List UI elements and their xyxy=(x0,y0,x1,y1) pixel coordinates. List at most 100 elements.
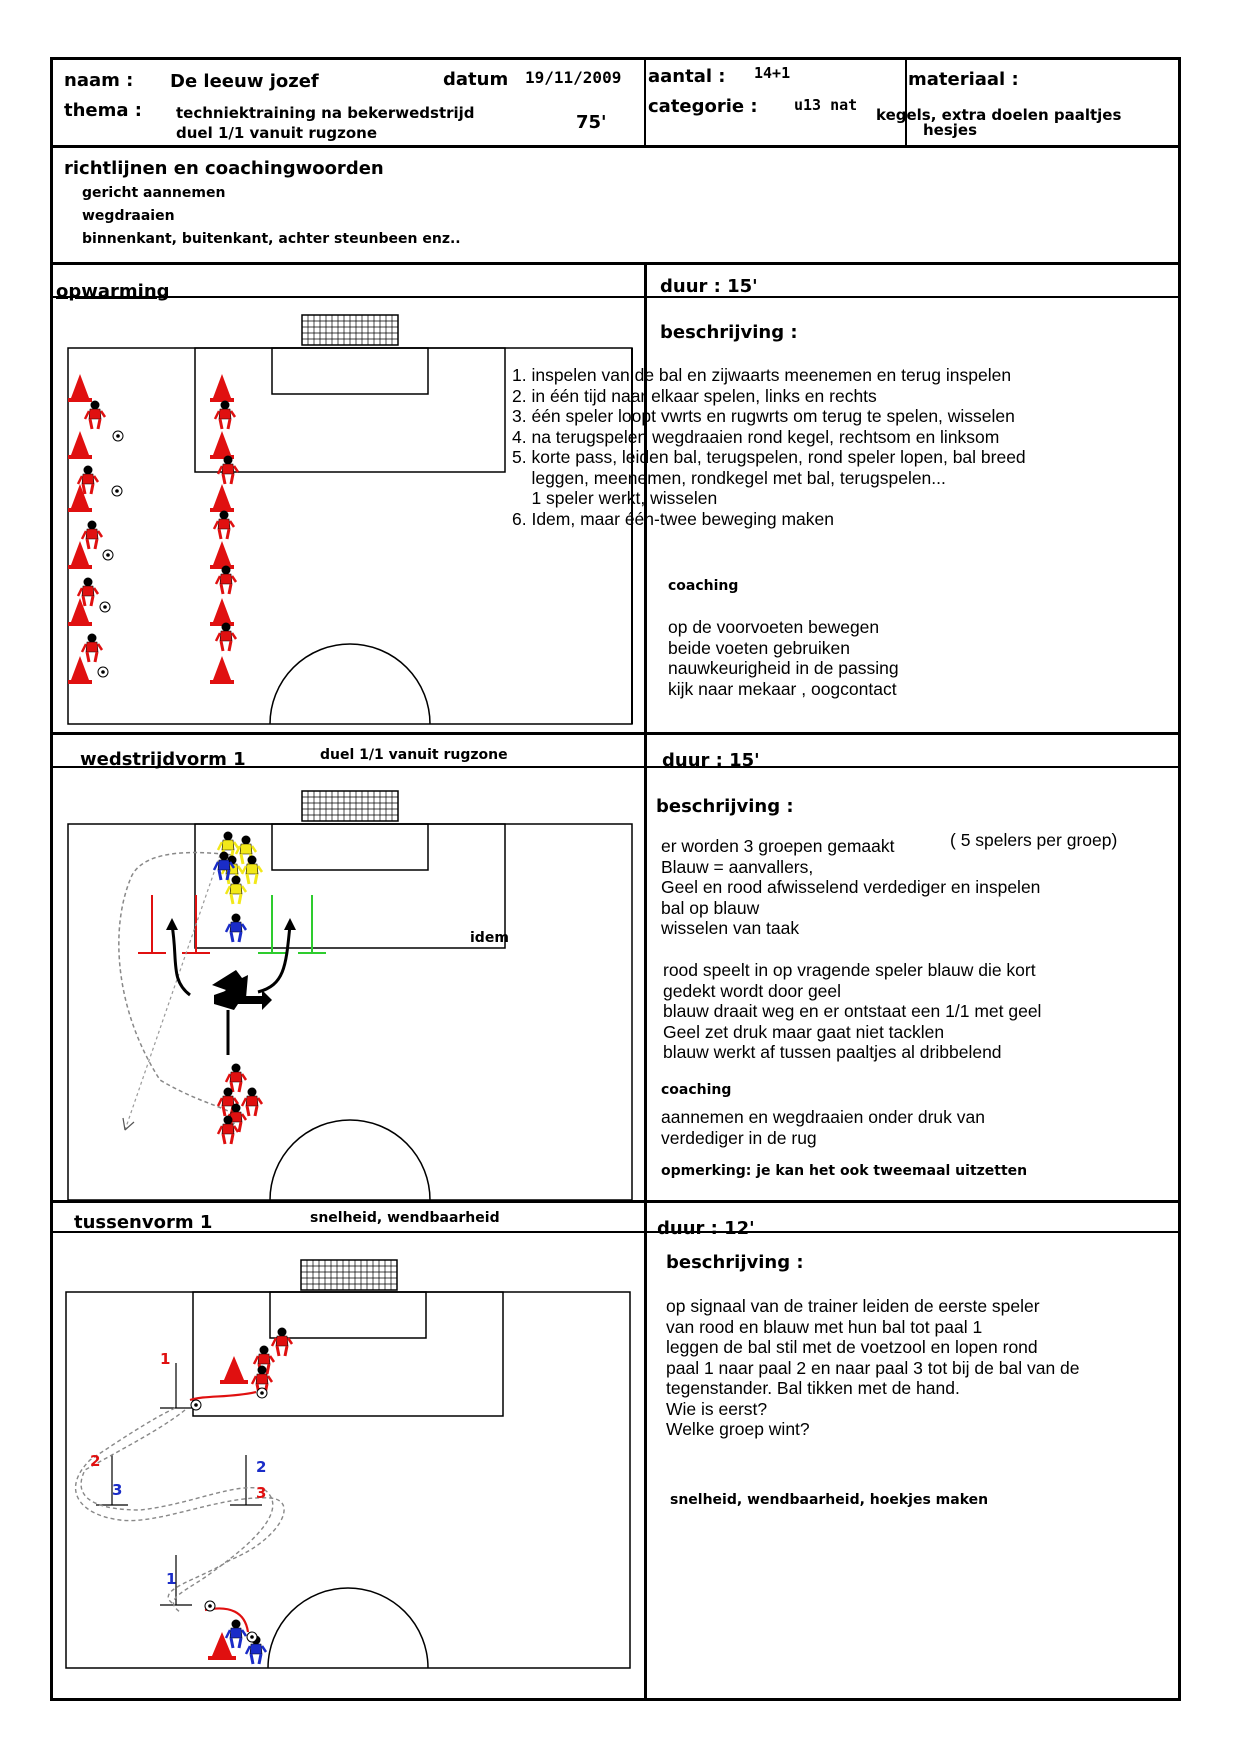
direction-arrows-icon xyxy=(212,970,272,1055)
description-line: leggen, meenemen, rondkegel met bal, ter… xyxy=(512,467,946,488)
description-line: blauw werkt af tussen paaltjes al dribbe… xyxy=(663,1042,1002,1062)
goal-net xyxy=(301,790,399,822)
cone xyxy=(210,656,234,684)
player-icon xyxy=(234,835,258,865)
pole-number: 3 xyxy=(112,1481,123,1499)
dashed-run-path xyxy=(74,1407,285,1606)
ball-icon xyxy=(256,1387,268,1399)
player-icon xyxy=(240,855,264,885)
materiaal-line1: kegels, extra doelen paaltjes xyxy=(876,106,1122,124)
cone xyxy=(68,374,92,402)
players-wedstrijdvorm xyxy=(212,831,264,1145)
guideline-item: gericht aannemen xyxy=(82,185,226,201)
cone xyxy=(68,598,92,626)
description-line: 5. korte pass, leiden bal, terugspelen, … xyxy=(512,447,1026,467)
description-line: 4. na terugspelen wegdraaien rond kegel,… xyxy=(512,426,1000,447)
description-line: 1. inspelen van de bal en zijwaarts meen… xyxy=(512,365,1012,385)
description-line: gedekt wordt door geel xyxy=(663,980,842,1001)
description-line: rood speelt in op vragende speler blauw … xyxy=(663,960,1036,980)
cone xyxy=(210,598,234,626)
cone xyxy=(68,656,92,684)
player-icon xyxy=(80,633,104,663)
player-icon xyxy=(224,1619,248,1649)
beschrijving-label: beschrijving : xyxy=(656,796,794,817)
player-icon xyxy=(212,851,236,881)
beschrijving-label: beschrijving : xyxy=(660,322,798,343)
section-duration: duur : 15' xyxy=(660,276,758,297)
penalty-box xyxy=(192,1291,504,1417)
coaching-line: kijk naar mekaar , oogcontact xyxy=(668,678,897,699)
frame-left xyxy=(50,57,53,1701)
goal-net xyxy=(301,314,399,346)
categorie-label: categorie : xyxy=(648,96,758,117)
coaching-label: coaching xyxy=(668,578,739,594)
section-duration: duur : 12' xyxy=(657,1218,755,1239)
description-line: Welke groep wint? xyxy=(666,1419,810,1439)
red-dribble-path xyxy=(189,1390,257,1402)
player-icon xyxy=(216,455,240,485)
ball-icon xyxy=(99,601,111,613)
description-line: van rood en blauw met hun bal tot paal 1 xyxy=(666,1316,983,1337)
section-title: wedstrijdvorm 1 xyxy=(80,749,246,770)
pitch-right-edge xyxy=(631,348,633,724)
section-subtitle: duel 1/1 vanuit rugzone xyxy=(320,747,508,763)
center-circle xyxy=(269,1119,431,1201)
pitch-diagram-tussenvorm xyxy=(65,1259,631,1669)
player-icon xyxy=(224,1063,248,1093)
section-title: tussenvorm 1 xyxy=(74,1212,213,1233)
ball-icon xyxy=(204,1600,216,1612)
player-icon xyxy=(240,1087,264,1117)
player-icon xyxy=(216,1115,240,1145)
goal-net xyxy=(300,1259,398,1291)
cone xyxy=(224,1356,244,1380)
description-line: Geel en rood afwisselend verdediger en i… xyxy=(661,877,1041,897)
beschrijving-label: beschrijving : xyxy=(666,1252,804,1273)
ball-icon xyxy=(112,430,124,442)
player-icon xyxy=(270,1327,294,1357)
green-gate xyxy=(258,895,326,954)
pole-number: 2 xyxy=(256,1458,267,1476)
player-icon xyxy=(76,465,100,495)
aantal-label: aantal : xyxy=(648,66,726,87)
goal-box xyxy=(269,1291,427,1339)
thema-label: thema : xyxy=(64,100,142,121)
ball-icon xyxy=(111,485,123,497)
description-line: 3. één speler loopt vwrts en rugwrts om … xyxy=(512,406,1015,426)
opmerking-note: opmerking: je kan het ook tweemaal uitze… xyxy=(661,1163,1028,1179)
description-line: wisselen van taak xyxy=(661,918,800,938)
guidelines-divider xyxy=(51,262,1181,265)
pole xyxy=(160,1363,192,1409)
ball-icon xyxy=(97,666,109,678)
player-icon xyxy=(224,913,248,943)
description-line: leggen de bal stil met de voetzool en lo… xyxy=(666,1337,1038,1357)
turn-arrow-left xyxy=(170,924,191,997)
groepen-note: ( 5 spelers per groep) xyxy=(950,830,1118,850)
center-circle xyxy=(267,1587,429,1669)
coaching-line: beide voeten gebruiken xyxy=(668,637,850,658)
materiaal-line2: hesjes xyxy=(923,121,978,139)
dashed-run-path xyxy=(118,851,238,1126)
header-divider xyxy=(51,145,1181,148)
datum-label: datum xyxy=(443,69,509,90)
description-line: bal op blauw xyxy=(661,897,760,918)
section1-divider xyxy=(51,732,1181,735)
red-gate xyxy=(138,895,210,954)
frame-bottom xyxy=(51,1698,1181,1701)
pitch-diagram-opwarming xyxy=(67,314,633,725)
players-tussenvorm xyxy=(190,1327,294,1665)
thema-line2: duel 1/1 vanuit rugzone xyxy=(176,124,378,142)
turn-arrow-right xyxy=(257,924,292,994)
center-circle xyxy=(269,643,431,725)
description-line: op signaal van de trainer leiden de eers… xyxy=(666,1296,1040,1316)
cone xyxy=(68,431,92,459)
coaching-line: nauwkeurigheid in de passing xyxy=(668,658,899,678)
coaching-line: aannemen en wegdraaien onder druk van xyxy=(661,1107,985,1127)
description-line: 1 speler werkt, wisselen xyxy=(512,488,718,508)
guideline-item: wegdraaien xyxy=(82,208,175,224)
player-icon xyxy=(80,520,104,550)
pole-number: 1 xyxy=(166,1570,177,1588)
naam-label: naam : xyxy=(64,70,134,91)
description-line: er worden 3 groepen gemaakt xyxy=(661,836,895,856)
section-subtitle: snelheid, wendbaarheid xyxy=(310,1210,500,1226)
cone xyxy=(210,541,234,569)
